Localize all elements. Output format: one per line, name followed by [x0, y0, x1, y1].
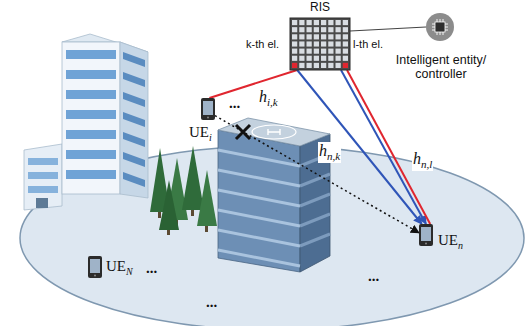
channel-link: [215, 116, 419, 233]
controller-node: Intelligent entity/ controller: [426, 13, 454, 41]
text-base: h: [413, 150, 421, 167]
phone-shape: [88, 256, 102, 278]
channel-link: [341, 70, 426, 224]
element-label: l-th el.: [353, 38, 383, 51]
channel-link: [350, 27, 426, 31]
ctrl-shape: [426, 13, 454, 41]
channel-link: [209, 70, 297, 98]
node-label: Intelligent entity/ controller: [376, 53, 506, 82]
text-subscript: N: [126, 266, 133, 277]
node-label: UEN: [106, 258, 133, 278]
phone-shape: [419, 224, 433, 246]
node-label: UEi: [189, 124, 212, 144]
ue-phone: UEi: [201, 98, 215, 120]
ellipsis-mark: ...: [368, 268, 379, 285]
ue-phone: UEN: [88, 256, 102, 278]
text-base: UE: [189, 124, 209, 140]
ellipsis-mark: ...: [206, 294, 217, 311]
channel-label: hn,k: [318, 142, 341, 163]
text-base: UE: [106, 258, 126, 274]
text-subscript: i: [209, 132, 212, 143]
text-base: UE: [438, 232, 458, 248]
node-label: RIS: [290, 1, 350, 15]
channel-link: [347, 70, 430, 224]
blocked-cross: [236, 125, 250, 139]
ellipsis-mark: ...: [146, 260, 157, 277]
ellipsis-mark: ...: [229, 95, 240, 112]
text-subscript: n,k: [327, 150, 340, 162]
channel-label: hi,k: [258, 88, 279, 109]
text-subscript: i,k: [267, 96, 278, 108]
phone-shape: [201, 98, 215, 120]
text-subscript: n: [458, 240, 463, 251]
element-label: k-th el.: [246, 38, 279, 51]
text-base: h: [319, 142, 327, 159]
channel-label: hn,l: [412, 150, 433, 171]
ris-panel: RIS: [290, 18, 350, 70]
ue-phone: UEn: [419, 224, 433, 246]
text-subscript: n,l: [421, 158, 432, 170]
node-label: UEn: [438, 232, 463, 252]
text-base: h: [259, 88, 267, 105]
ris-shape: [290, 18, 350, 70]
